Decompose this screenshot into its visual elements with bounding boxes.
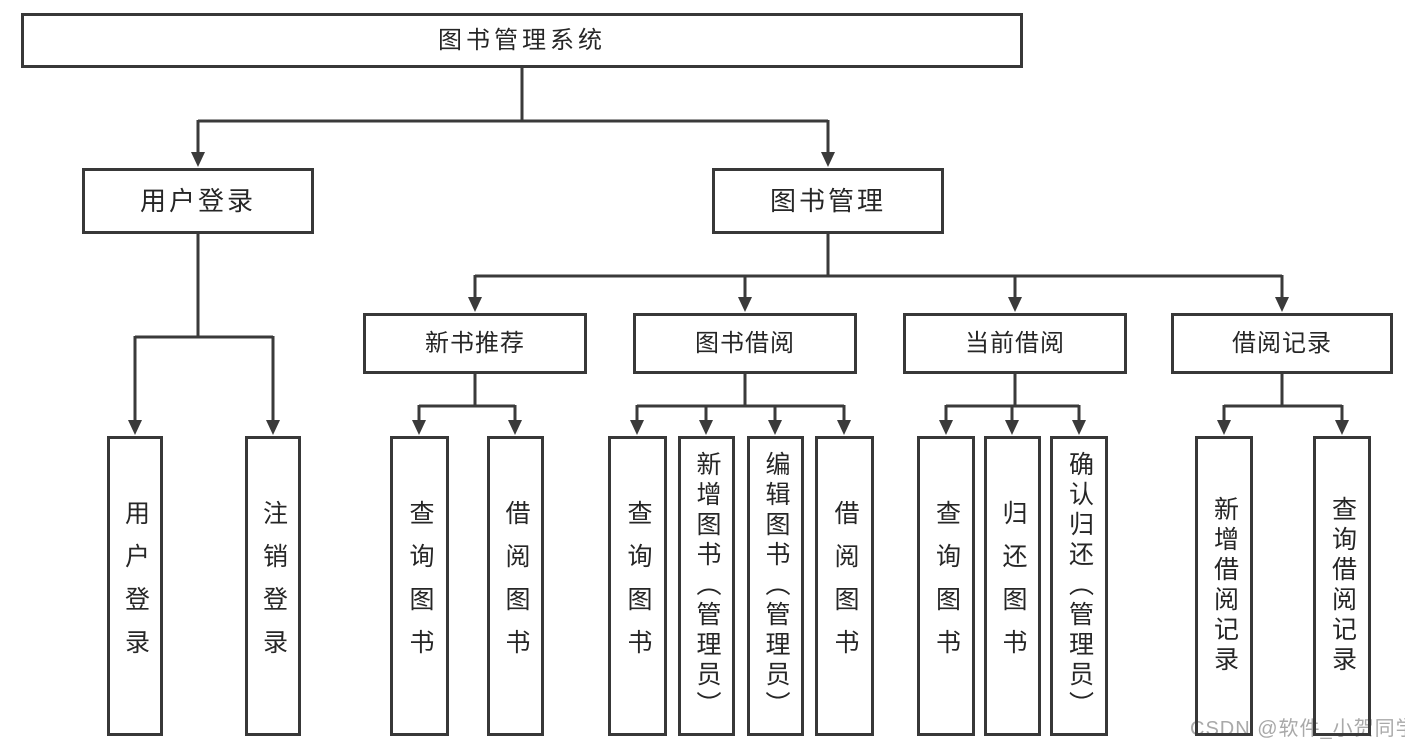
node-new-book-recommendation: 新书推荐	[363, 313, 587, 374]
node-book-management: 图书管理	[712, 168, 944, 234]
node-leaf-confirm-return-admin: 确认归还（管理员）	[1050, 436, 1108, 736]
connector-borrow-to-leaves	[635, 374, 846, 423]
node-user-login: 用户登录	[82, 168, 314, 234]
node-leaf-query-books: 查询图书	[390, 436, 449, 736]
arrow-down-icon	[412, 420, 426, 435]
arrow-down-icon	[1008, 297, 1022, 312]
arrow-down-icon	[837, 420, 851, 435]
connector-root-to-level2	[196, 68, 830, 155]
arrow-down-icon	[630, 420, 644, 435]
arrow-down-icon	[1275, 297, 1289, 312]
arrow-down-icon	[738, 297, 752, 312]
arrow-down-icon	[1072, 420, 1086, 435]
arrow-down-icon	[1005, 420, 1019, 435]
node-leaf-edit-books-admin: 编辑图书（管理员）	[747, 436, 804, 736]
connector-current-to-leaves	[944, 374, 1081, 423]
arrow-down-icon	[508, 420, 522, 435]
arrow-down-icon	[468, 297, 482, 312]
node-leaf-query-books: 查询图书	[917, 436, 975, 736]
connector-mgmt-to-level3	[473, 234, 1284, 300]
connector-login-to-leaves	[133, 234, 275, 423]
arrow-down-icon	[939, 420, 953, 435]
arrow-down-icon	[1217, 420, 1231, 435]
node-current-borrowing: 当前借阅	[903, 313, 1127, 374]
arrow-down-icon	[191, 152, 205, 167]
node-library-management-system: 图书管理系统	[21, 13, 1023, 68]
arrow-down-icon	[768, 420, 782, 435]
arrow-down-icon	[128, 420, 142, 435]
node-book-borrowing: 图书借阅	[633, 313, 857, 374]
node-leaf-add-borrow-record: 新增借阅记录	[1195, 436, 1253, 736]
node-leaf-return-books: 归还图书	[984, 436, 1041, 736]
connector-newbook-to-leaves	[417, 374, 517, 423]
csdn-watermark: CSDN @软件_小贺同学	[1190, 718, 1405, 740]
node-leaf-add-books-admin: 新增图书（管理员）	[678, 436, 735, 736]
node-borrowing-records: 借阅记录	[1171, 313, 1393, 374]
arrow-down-icon	[266, 420, 280, 435]
node-leaf-borrow-books: 借阅图书	[487, 436, 544, 736]
arrow-down-icon	[699, 420, 713, 435]
node-leaf-query-books: 查询图书	[608, 436, 667, 736]
node-leaf-query-borrow-record: 查询借阅记录	[1313, 436, 1371, 736]
node-leaf-user-login: 用户登录	[107, 436, 163, 736]
arrow-down-icon	[1335, 420, 1349, 435]
connector-records-to-leaves	[1222, 374, 1344, 423]
arrow-down-icon	[821, 152, 835, 167]
node-leaf-logout: 注销登录	[245, 436, 301, 736]
node-leaf-borrow-books: 借阅图书	[815, 436, 874, 736]
